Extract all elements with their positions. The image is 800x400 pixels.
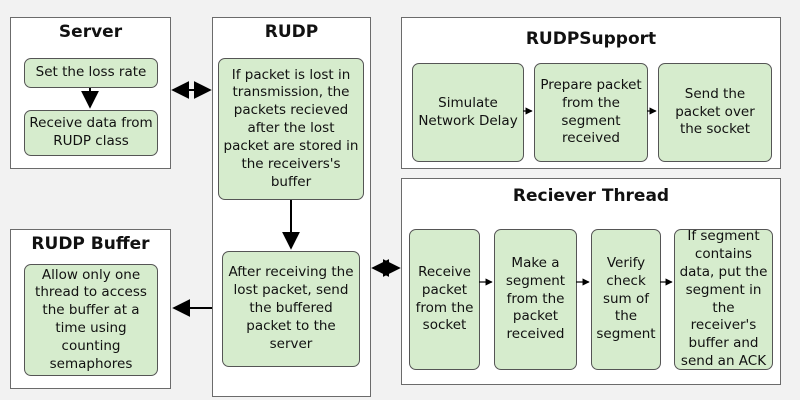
lost-packet-node: If packet is lost in transmission, the p…: [218, 58, 364, 200]
receive-data-node: Receive data from RUDP class: [24, 110, 158, 156]
server-title: Server: [58, 22, 123, 42]
rudp-buffer-panel: RUDP Buffer Allow only one thread to acc…: [10, 229, 171, 389]
rudp-title: RUDP: [264, 22, 319, 42]
store-segment-node: If segment contains data, put the segmen…: [674, 228, 773, 370]
rudpsupport-panel: RUDPSupport Simulate Network Delay Prepa…: [401, 17, 781, 169]
semaphore-node: Allow only one thread to access the buff…: [24, 264, 158, 376]
receive-packet-node: Receive packet from the socket: [409, 229, 480, 370]
send-buffered-node: After receiving the lost packet, send th…: [222, 251, 360, 367]
receiver-thread-title: Reciever Thread: [512, 186, 670, 206]
make-segment-node: Make a segment from the packet received: [494, 229, 577, 370]
rudp-buffer-title: RUDP Buffer: [31, 234, 150, 254]
server-panel: Server Set the loss rate Receive data fr…: [10, 17, 171, 169]
send-packet-node: Send the packet over the socket: [658, 63, 772, 162]
prepare-packet-node: Prepare packet from the segment received: [534, 63, 648, 162]
receiver-thread-panel: Reciever Thread Receive packet from the …: [401, 178, 781, 385]
simulate-delay-node: Simulate Network Delay: [412, 63, 524, 162]
set-loss-rate-node: Set the loss rate: [24, 58, 158, 88]
rudpsupport-title: RUDPSupport: [525, 29, 657, 49]
verify-checksum-node: Verify check sum of the segment: [591, 229, 661, 370]
